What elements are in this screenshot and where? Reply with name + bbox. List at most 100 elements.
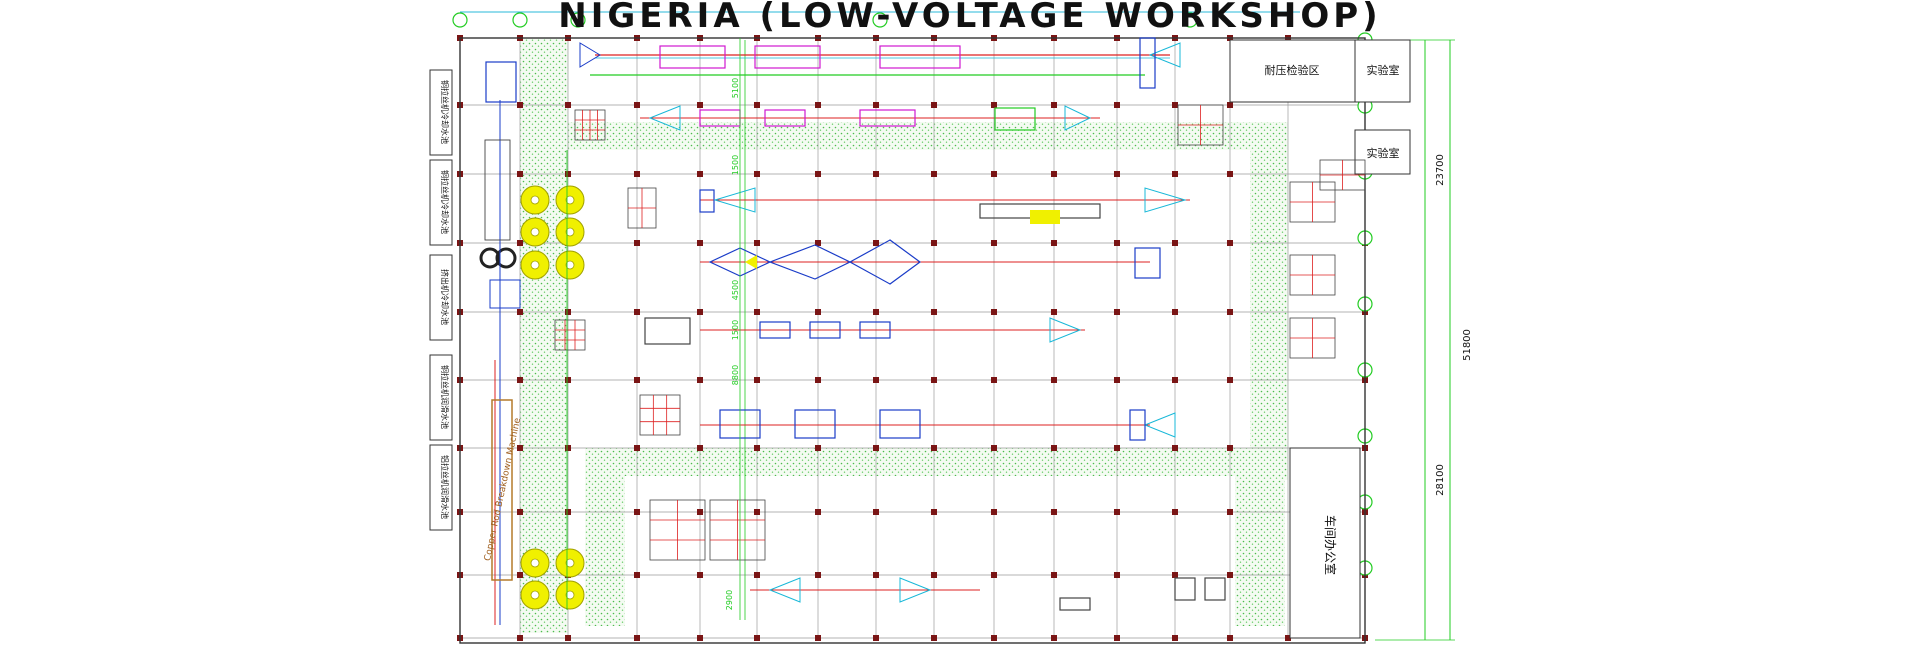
structural-column [1227,309,1233,315]
structural-column [931,509,937,515]
structural-column [991,445,997,451]
coil-core [565,260,575,270]
coil-core [530,558,540,568]
dim-label-inner: 5100 [731,78,740,98]
axis-bubble-top [1182,12,1198,28]
structural-column [1051,240,1057,246]
coil-core [565,590,575,600]
pool-label-box [429,159,453,246]
structural-column [1172,635,1178,641]
structural-column [1227,572,1233,578]
structural-column [1051,509,1057,515]
room-label-lab-2: 实验室 [1367,146,1400,160]
structural-column [517,572,523,578]
structural-column [1227,171,1233,177]
dim-label-inner: 4500 [731,280,740,300]
storage-rack [554,319,586,351]
payoff-funnel [1049,317,1082,343]
structural-column [815,240,821,246]
structural-column [1172,509,1178,515]
coil-core [565,558,575,568]
structural-column [697,445,703,451]
structural-column [517,309,523,315]
pool-label: 铜拉丝机润滑水池 [440,365,450,429]
payoff-stand [644,317,691,345]
aisle-hatch [1235,476,1285,626]
structural-column [517,171,523,177]
aisle-hatch [585,448,1285,476]
machine-unit [699,189,715,213]
structural-column [991,572,997,578]
structural-column [873,171,879,177]
structural-column [931,377,937,383]
machine-label-rod-breakdown: Copper Rod Breakdown Machine [483,417,523,562]
structural-column [634,445,640,451]
structural-column [1051,309,1057,315]
structural-column [634,572,640,578]
structural-column [517,102,523,108]
structural-column [697,509,703,515]
pool-label: 铜拉丝机冷却水池 [440,80,450,144]
payoff-funnel [648,105,681,131]
structural-column [931,635,937,641]
structural-column [931,572,937,578]
coil-core [565,227,575,237]
structural-column [754,171,760,177]
aisle-hatch [585,476,625,626]
structural-column [815,309,821,315]
drawing-title: NIGERIA (LOW-VOLTAGE WORKSHOP) [558,0,1382,36]
drawing-unit [484,139,511,241]
structural-column [1051,572,1057,578]
structural-column [697,309,703,315]
pool-label-box [429,354,453,441]
structural-column [754,572,760,578]
structural-column [1114,445,1120,451]
structural-column [754,377,760,383]
structural-column [565,377,571,383]
structural-column [873,102,879,108]
test-bench [1204,577,1226,601]
structural-column [634,377,640,383]
structural-column [991,635,997,641]
structural-column [873,509,879,515]
structural-column [1227,445,1233,451]
capstan [1030,210,1060,224]
pool-label-box [429,69,453,156]
aisle-hatch [1250,150,1288,480]
structural-column [931,445,937,451]
stranding-cage [754,45,821,69]
pool-label-box [429,254,453,341]
rod-breakdown-machine [491,399,513,581]
axis-bubble-top [570,12,586,28]
structural-column [1051,377,1057,383]
pulley [495,247,517,269]
annealer [489,279,521,309]
payoff-funnel [713,187,756,213]
dim-label-inner: 8800 [731,365,740,385]
axis-bubble-top [872,12,888,28]
aisle-hatch [568,122,1288,150]
structural-column [1172,240,1178,246]
dim-label-top-total: 23700 [1435,154,1446,186]
room-lab-1 [1354,39,1411,103]
structural-column [815,635,821,641]
take-up-stand [1134,247,1161,279]
room-lab-2 [1354,129,1411,175]
structural-column [815,377,821,383]
structural-column [1051,635,1057,641]
pool-label: 挤出机冷却水池 [440,269,450,325]
machine-unit [764,109,806,127]
structural-column [1051,171,1057,177]
structural-column [565,309,571,315]
structural-column [1172,309,1178,315]
structural-column [697,240,703,246]
structural-column [565,445,571,451]
structural-column [815,102,821,108]
structural-column [815,572,821,578]
structural-column [634,102,640,108]
stranding-cage [659,45,726,69]
structural-column [697,635,703,641]
structural-column [991,171,997,177]
axis-bubble-top [512,12,528,28]
